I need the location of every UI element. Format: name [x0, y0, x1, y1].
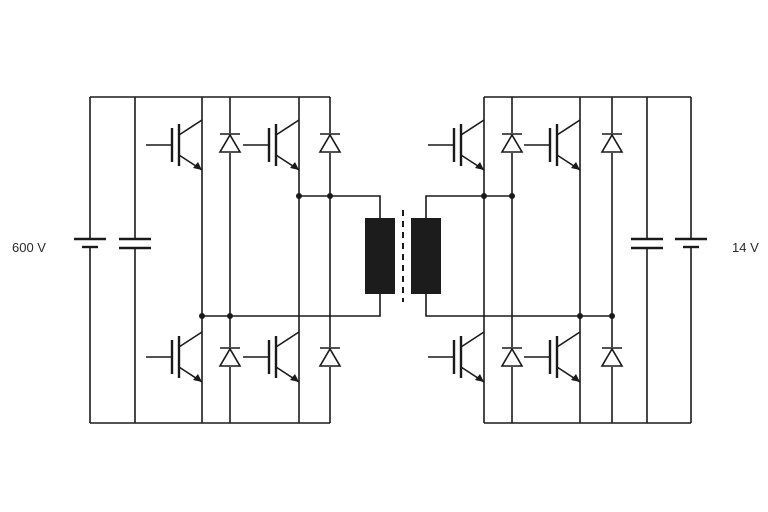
input-voltage-label: 600 V [12, 240, 46, 255]
secondary-winding [411, 218, 441, 294]
diode-d7 [500, 347, 524, 367]
diode-d8 [600, 347, 624, 367]
secondary-upper-tap [425, 195, 512, 218]
node [577, 313, 583, 319]
secondary-side [425, 96, 707, 424]
primary-winding [365, 218, 395, 294]
diode-d6 [600, 133, 624, 153]
node [509, 193, 515, 199]
node [609, 313, 615, 319]
primary-side [74, 96, 381, 424]
input-capacitor [119, 97, 151, 423]
igbt-q8 [524, 331, 581, 383]
igbt-q6 [524, 119, 581, 171]
diode-d4 [318, 347, 342, 367]
diode-d3 [218, 347, 242, 367]
node [199, 313, 205, 319]
output-battery [675, 97, 707, 423]
primary-lower-tap [202, 294, 381, 317]
output-capacitor [631, 97, 663, 423]
primary-upper-tap [299, 195, 381, 218]
diode-d5 [500, 133, 524, 153]
node [481, 193, 487, 199]
igbt-q3 [146, 331, 203, 383]
node [327, 193, 333, 199]
node [296, 193, 302, 199]
igbt-q4 [243, 331, 300, 383]
igbt-q5 [428, 119, 485, 171]
diode-d2 [318, 133, 342, 153]
output-voltage-label: 14 V [732, 240, 759, 255]
input-battery [74, 97, 106, 423]
igbt-q7 [428, 331, 485, 383]
node [227, 313, 233, 319]
transformer [365, 210, 441, 302]
secondary-lower-tap [425, 294, 612, 317]
igbt-q2 [243, 119, 300, 171]
igbt-q1 [146, 119, 203, 171]
diode-d1 [218, 133, 242, 153]
